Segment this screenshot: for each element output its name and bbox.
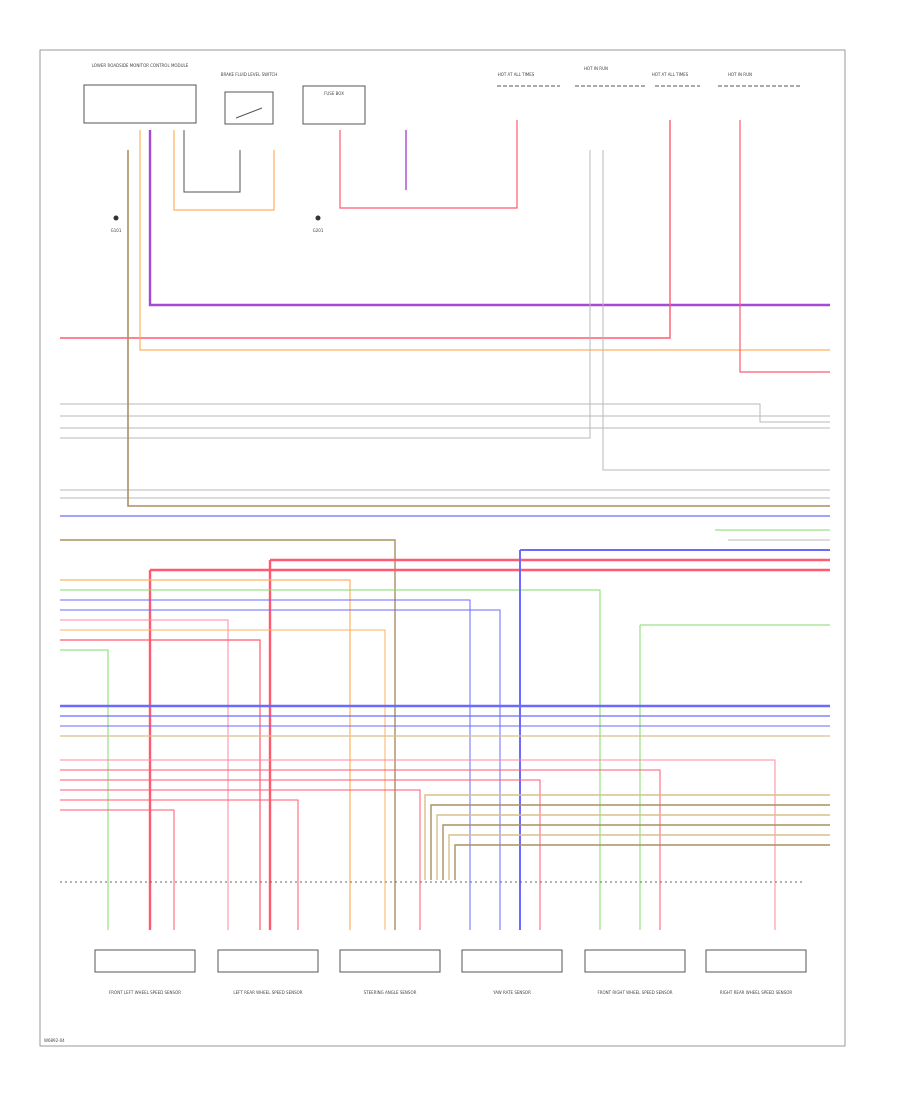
wire — [436, 814, 830, 880]
wire — [60, 579, 351, 930]
sensor-label: FRONT RIGHT WHEEL SPEED SENSOR — [597, 990, 672, 995]
wire — [183, 130, 241, 193]
component-fuse-hot1: HOT AT ALL TIMES — [497, 72, 560, 87]
wire — [60, 759, 776, 930]
diagram-frame — [39, 49, 846, 1047]
component-label: HOT IN RUN — [584, 66, 608, 71]
component-fuse-hot2: HOT IN RUN — [575, 66, 645, 87]
wire — [60, 120, 671, 339]
component-lower-control-module: LOWER ROADSIDE MONITOR CONTROL MODULE — [83, 63, 197, 124]
wire — [339, 120, 518, 209]
wire — [60, 599, 471, 930]
footer-code: W6892-04 — [44, 1038, 65, 1043]
wire — [602, 150, 830, 471]
ground-label: G201 — [313, 228, 324, 233]
sensor-label: LEFT REAR WHEEL SPEED SENSOR — [233, 990, 302, 995]
wire — [60, 809, 175, 930]
bottom-components: FRONT LEFT WHEEL SPEED SENSOR LEFT REAR … — [94, 949, 807, 995]
component-label: HOT AT ALL TIMES — [652, 72, 689, 77]
wire — [139, 130, 830, 351]
ground-label: G101 — [111, 228, 122, 233]
component-brake-switch: BRAKE FLUID LEVEL SWITCH — [221, 72, 278, 125]
sensor-left-rear: LEFT REAR WHEEL SPEED SENSOR — [217, 949, 319, 995]
wire — [173, 130, 275, 211]
sensor-steering-angle: STEERING ANGLE SENSOR — [339, 949, 441, 995]
ground-g201: G201 — [313, 215, 324, 233]
sensor-label: RIGHT REAR WHEEL SPEED SENSOR — [720, 990, 792, 995]
wire — [430, 804, 830, 880]
wire — [60, 779, 541, 930]
wire — [60, 769, 661, 930]
wires — [60, 120, 830, 930]
component-label: FUSE BOX — [324, 91, 344, 96]
wire — [60, 150, 591, 439]
component-fuse-box: FUSE BOX — [302, 85, 366, 125]
wire — [60, 403, 830, 423]
wire — [60, 789, 421, 930]
sensor-label: STEERING ANGLE SENSOR — [364, 990, 417, 995]
ground-g101: G101 — [111, 215, 122, 233]
wire — [60, 649, 109, 930]
component-label: HOT AT ALL TIMES — [498, 72, 535, 77]
wire — [739, 120, 830, 373]
wire — [60, 799, 299, 930]
sensor-right-rear: RIGHT REAR WHEEL SPEED SENSOR — [705, 949, 807, 995]
wire — [60, 539, 396, 930]
sensor-yaw-rate: YAW RATE SENSOR — [461, 949, 563, 995]
sensor-label: YAW RATE SENSOR — [492, 990, 531, 995]
wire — [60, 639, 261, 930]
sensor-front-left: FRONT LEFT WHEEL SPEED SENSOR — [94, 949, 196, 995]
sensor-front-right: FRONT RIGHT WHEEL SPEED SENSOR — [584, 949, 686, 995]
wire — [424, 794, 830, 880]
sensor-label: FRONT LEFT WHEEL SPEED SENSOR — [109, 990, 181, 995]
component-fuse-hot4: HOT IN RUN — [718, 72, 800, 87]
component-label: LOWER ROADSIDE MONITOR CONTROL MODULE — [92, 63, 189, 68]
wire — [60, 619, 229, 930]
wire — [60, 609, 501, 930]
component-label: BRAKE FLUID LEVEL SWITCH — [221, 72, 278, 77]
wire — [127, 150, 830, 507]
wire — [442, 824, 830, 880]
component-fuse-hot3: HOT AT ALL TIMES — [652, 72, 700, 87]
wire — [60, 589, 601, 930]
component-label: HOT IN RUN — [728, 72, 752, 77]
wire — [60, 629, 386, 930]
wire — [448, 834, 830, 880]
wire — [454, 844, 830, 880]
